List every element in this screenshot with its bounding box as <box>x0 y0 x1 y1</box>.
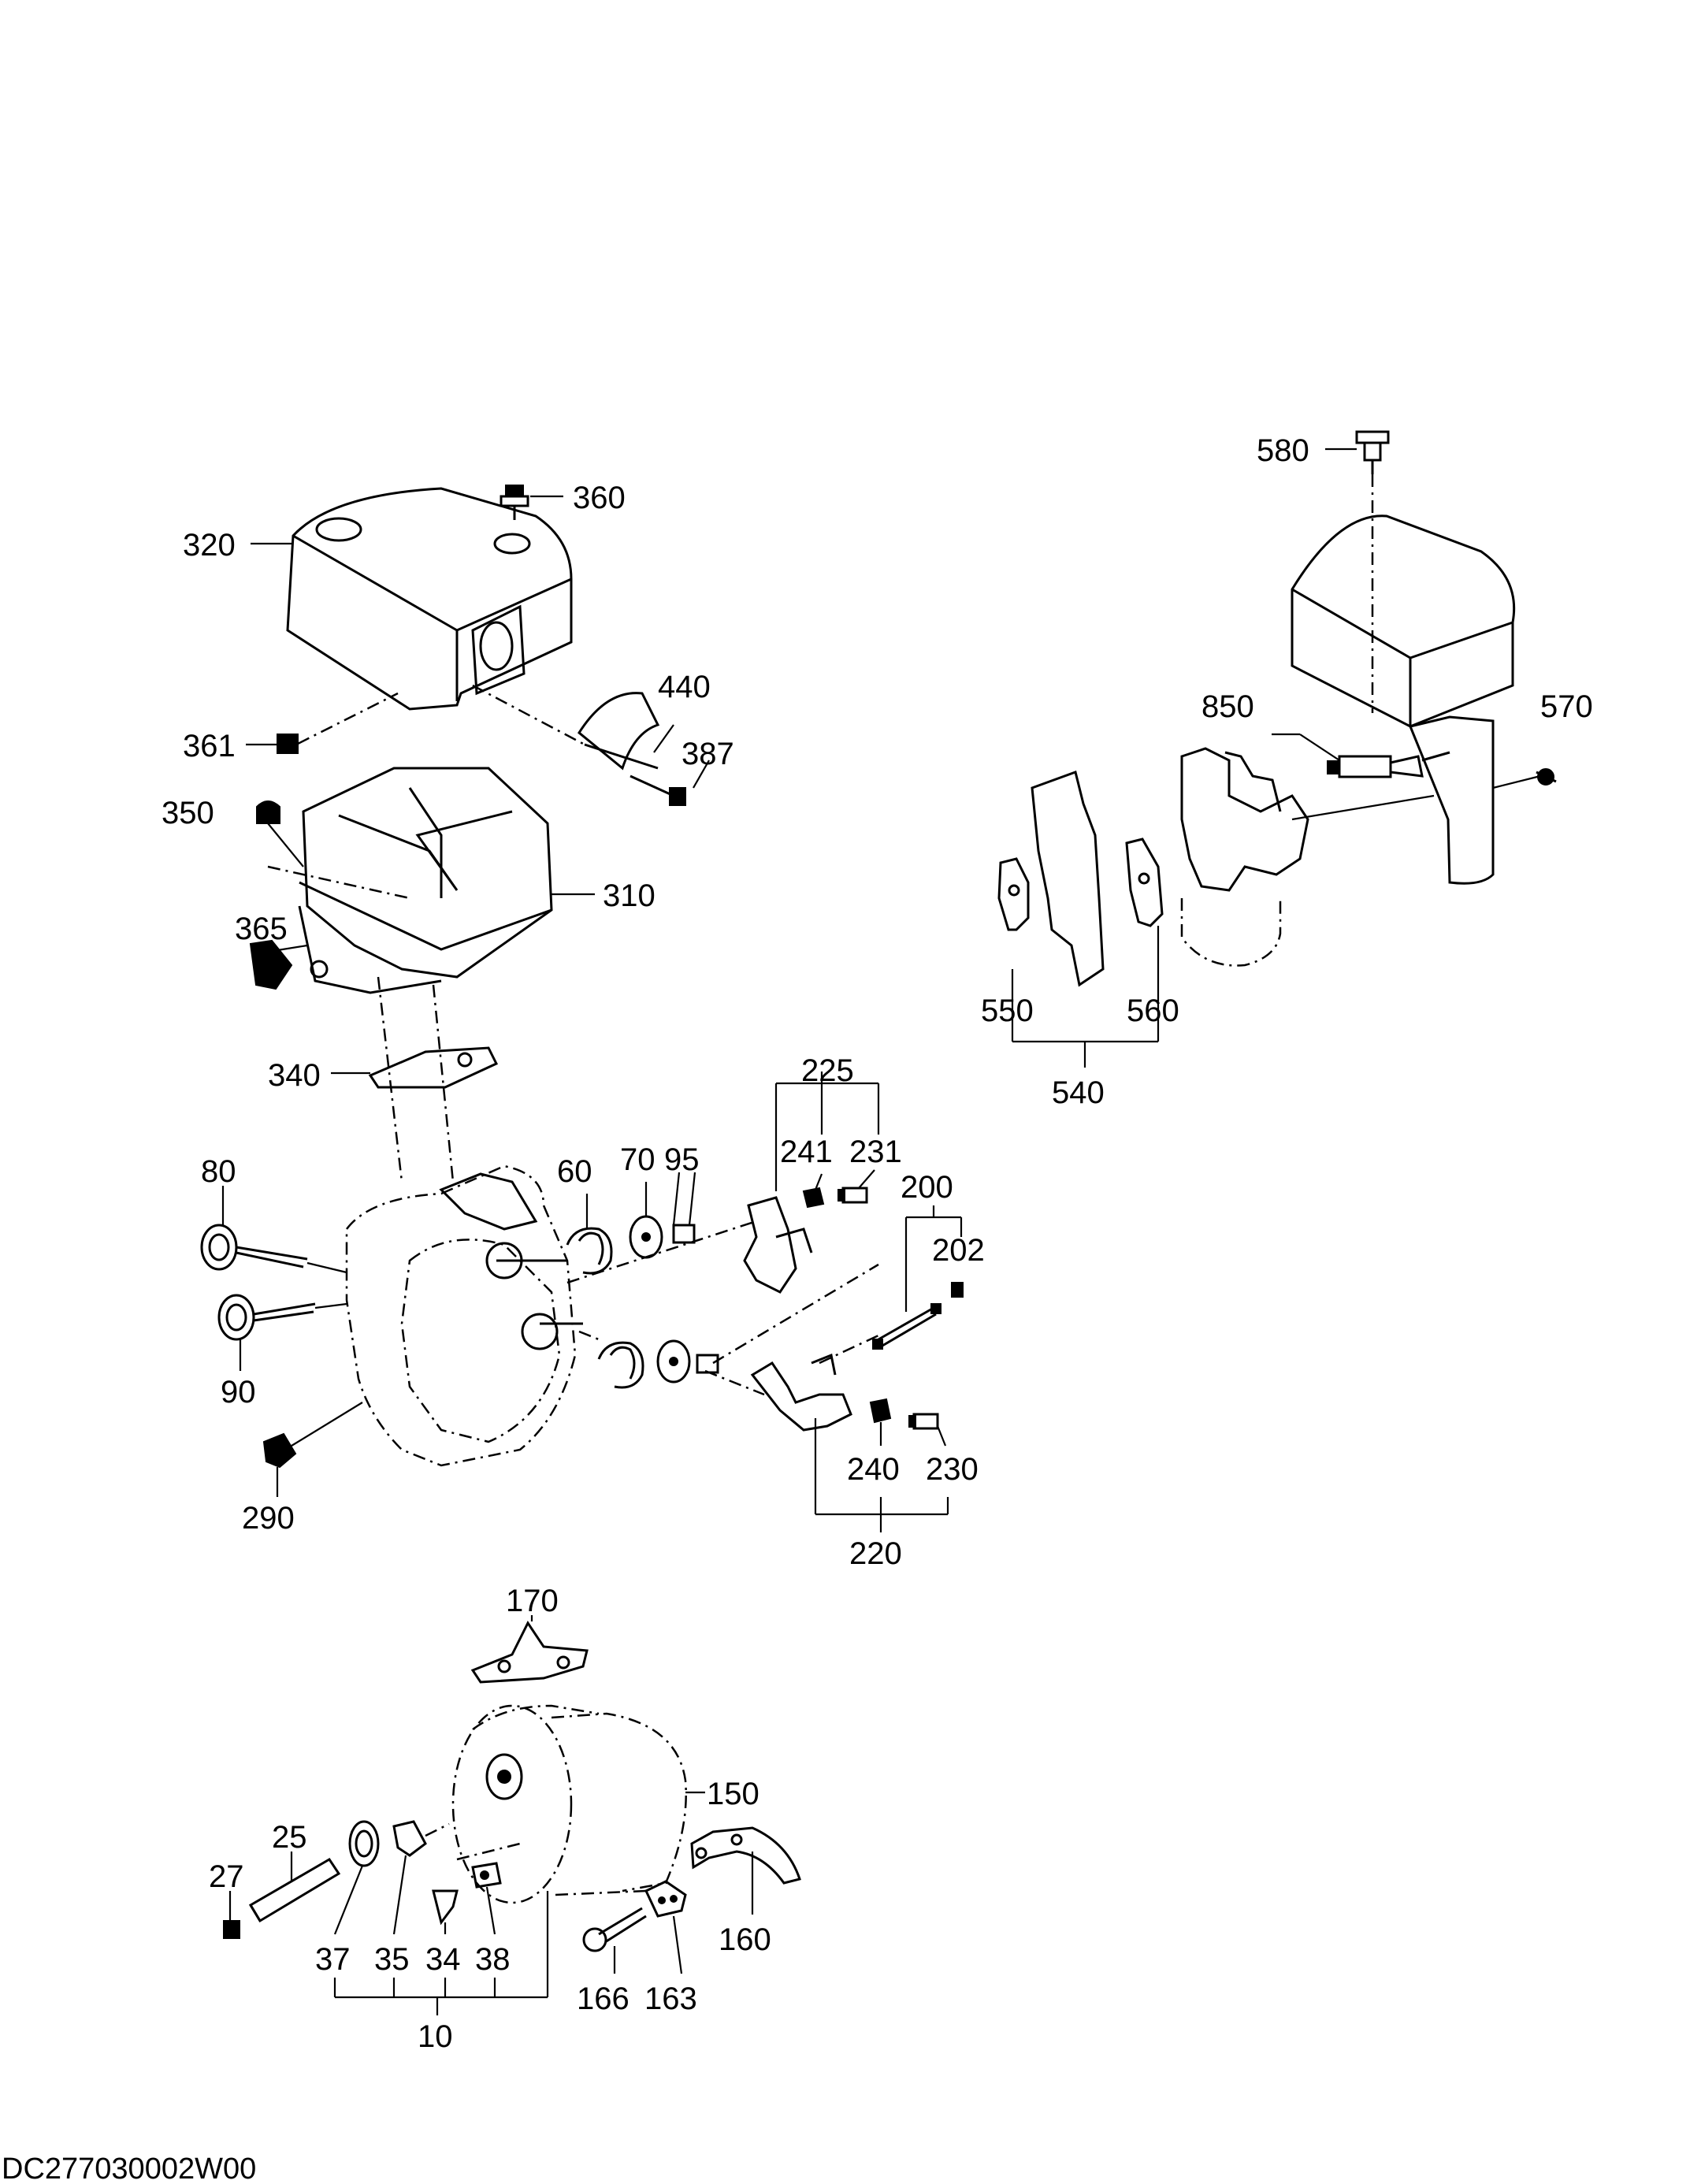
callout-850: 850 <box>1201 689 1254 724</box>
callout-225: 225 <box>801 1053 854 1088</box>
callout-163: 163 <box>644 1982 697 2016</box>
callout-310: 310 <box>603 878 656 913</box>
callout-170: 170 <box>506 1584 559 1618</box>
grommet-350-icon <box>256 800 280 824</box>
bolt-231-icon <box>838 1187 868 1204</box>
pin-166-icon <box>582 1907 647 1952</box>
callout-27: 27 <box>209 1859 244 1894</box>
callout-166: 166 <box>577 1982 630 2016</box>
insulator-plate-icon <box>1031 771 1105 987</box>
callout-320: 320 <box>183 528 236 563</box>
callout-361: 361 <box>183 729 236 763</box>
callout-60: 60 <box>557 1154 592 1189</box>
pin-34-icon <box>432 1889 459 1926</box>
breather-365-icon <box>249 939 293 990</box>
callout-231: 231 <box>849 1135 902 1169</box>
callout-90: 90 <box>221 1375 256 1410</box>
cam-35-icon <box>392 1820 450 1857</box>
nut-241-icon <box>802 1187 825 1209</box>
bracket-10 <box>333 1891 549 2015</box>
callout-230: 230 <box>926 1452 979 1487</box>
crankcase-housing-icon <box>345 1164 577 1467</box>
bracket-200 <box>904 1205 963 1312</box>
bolt-230-icon <box>908 1413 939 1430</box>
air-cleaner-cover-320-icon <box>286 487 573 711</box>
governor-lever-220-icon <box>750 1353 852 1432</box>
shaft-25-icon <box>248 1857 341 1923</box>
callout-340: 340 <box>268 1058 321 1093</box>
shroud-160-icon <box>690 1826 801 1885</box>
bracket-170-icon <box>470 1621 589 1684</box>
block-38-icon <box>456 1842 521 1889</box>
air-cleaner-case-310-icon <box>298 767 553 994</box>
flywheel-assembly <box>223 1615 801 2015</box>
governor-shaft-icon <box>485 1242 583 1350</box>
bracket-220 <box>814 1418 949 1532</box>
callout-570: 570 <box>1540 689 1593 724</box>
shroud-assembly-right <box>997 430 1557 1068</box>
bracket-225 <box>774 1072 880 1191</box>
callout-80: 80 <box>201 1154 236 1189</box>
plug-90-icon <box>217 1294 316 1341</box>
nut-240-icon <box>869 1398 892 1424</box>
callout-241: 241 <box>780 1135 833 1169</box>
callout-580: 580 <box>1257 433 1309 468</box>
callout-25: 25 <box>272 1820 307 1855</box>
bolt-580-icon <box>1355 430 1390 474</box>
governor-lever-225-icon <box>743 1196 813 1294</box>
clip-202-icon <box>951 1282 964 1298</box>
callout-365: 365 <box>235 912 288 946</box>
drawing-code: DC277030002W00 <box>2 2152 256 2184</box>
bolt-290-icon <box>262 1402 363 1469</box>
callout-360: 360 <box>573 481 626 515</box>
callout-10: 10 <box>418 2019 453 2054</box>
bracket-163-icon <box>644 1880 687 1918</box>
callout-150: 150 <box>707 1777 760 1811</box>
callout-35: 35 <box>374 1942 410 1977</box>
callout-540: 540 <box>1052 1075 1105 1110</box>
flywheel-150-icon <box>451 1704 687 1904</box>
callout-95: 95 <box>664 1142 700 1177</box>
callout-202: 202 <box>932 1233 985 1268</box>
nut-361-icon <box>277 734 299 754</box>
spring-60-icon <box>566 1194 644 1389</box>
rod-200-icon <box>872 1303 941 1350</box>
gasket-560-icon <box>1125 838 1164 927</box>
callout-70: 70 <box>620 1142 656 1177</box>
callout-350: 350 <box>162 796 214 830</box>
shroud-cover-icon <box>1291 514 1516 885</box>
bolt-387-icon <box>630 774 686 806</box>
crankcase-assembly <box>200 1072 964 1532</box>
bracket-440-icon <box>578 692 660 771</box>
callout-240: 240 <box>847 1452 900 1487</box>
gasket-340-icon <box>368 1046 499 1089</box>
bracket-540 <box>1011 926 1160 1068</box>
callout-34: 34 <box>425 1942 461 1977</box>
callout-200: 200 <box>901 1170 953 1205</box>
callout-290: 290 <box>242 1501 295 1536</box>
callout-37: 37 <box>315 1942 351 1977</box>
sensor-850-icon <box>1327 751 1450 778</box>
callout-160: 160 <box>719 1922 771 1957</box>
callout-labels: 580 570 850 550 560 540 360 320 440 361 … <box>162 433 1593 2054</box>
air-cleaner-assembly <box>246 485 710 1183</box>
carburetor-body-icon <box>1180 747 1435 967</box>
plug-80-icon <box>200 1224 308 1271</box>
screw-360-icon <box>500 485 529 520</box>
callout-550: 550 <box>981 994 1034 1028</box>
callout-560: 560 <box>1127 994 1179 1028</box>
callout-440: 440 <box>658 670 711 704</box>
gasket-550-icon <box>997 857 1030 931</box>
callout-387: 387 <box>682 737 734 771</box>
nut-27-icon <box>223 1920 240 1939</box>
clip-570-icon <box>1536 768 1557 786</box>
washer-37-icon <box>348 1820 380 1867</box>
callout-220: 220 <box>849 1536 902 1571</box>
callout-38: 38 <box>475 1942 511 1977</box>
